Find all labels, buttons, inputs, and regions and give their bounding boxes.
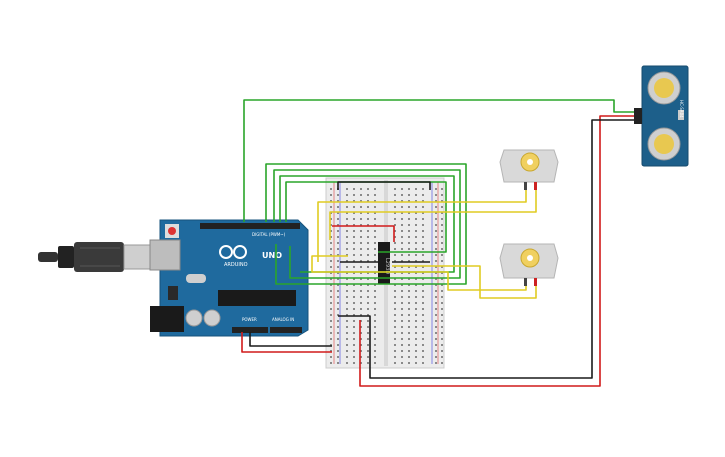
dc-motor-top[interactable] (499, 149, 559, 190)
wire-green-2 (273, 169, 461, 279)
wire-black-gnd (249, 332, 332, 347)
ultrasonic-sensor[interactable]: HC-SR04 (634, 65, 689, 167)
wire-yellow-3 (311, 255, 527, 291)
wire-red-chip (332, 225, 395, 242)
arduino-logo-icon (219, 245, 247, 259)
usb-cable (38, 242, 161, 272)
analog-header-label: ANALOG IN (272, 317, 294, 322)
microcontroller-chip (218, 290, 296, 306)
wire-yellow-4 (392, 265, 537, 299)
power-header-label: POWER (242, 317, 257, 322)
driver-chip-label: L293D (384, 258, 390, 274)
digital-header-label: DIGITAL (PWM~) (252, 232, 286, 237)
wire-green-sensor (243, 99, 634, 222)
wire-black-top (337, 181, 431, 190)
wire-green-4 (285, 181, 447, 253)
power-header[interactable] (232, 327, 268, 333)
wire-yellow-1 (317, 190, 527, 262)
wire-red-sensor (359, 115, 634, 387)
sensor-label: HC-SR04 (679, 100, 684, 118)
analog-header[interactable] (270, 327, 302, 333)
digital-header[interactable] (200, 223, 300, 229)
arduino-brand: ARDUINO (224, 262, 248, 268)
wire-yellow-2 (329, 190, 537, 240)
wire-red-power (241, 332, 332, 353)
wires[interactable] (241, 99, 634, 387)
wire-black-sensor (338, 119, 634, 379)
arduino-model: UNO (262, 251, 282, 260)
wire-green-1 (265, 163, 467, 285)
arduino-uno-board[interactable]: ARDUINO UNO DIGITAL (PWM~) POWER ANALOG … (149, 219, 309, 337)
breadboard-holes[interactable] (330, 188, 443, 364)
dc-motor-bottom[interactable] (499, 243, 559, 286)
